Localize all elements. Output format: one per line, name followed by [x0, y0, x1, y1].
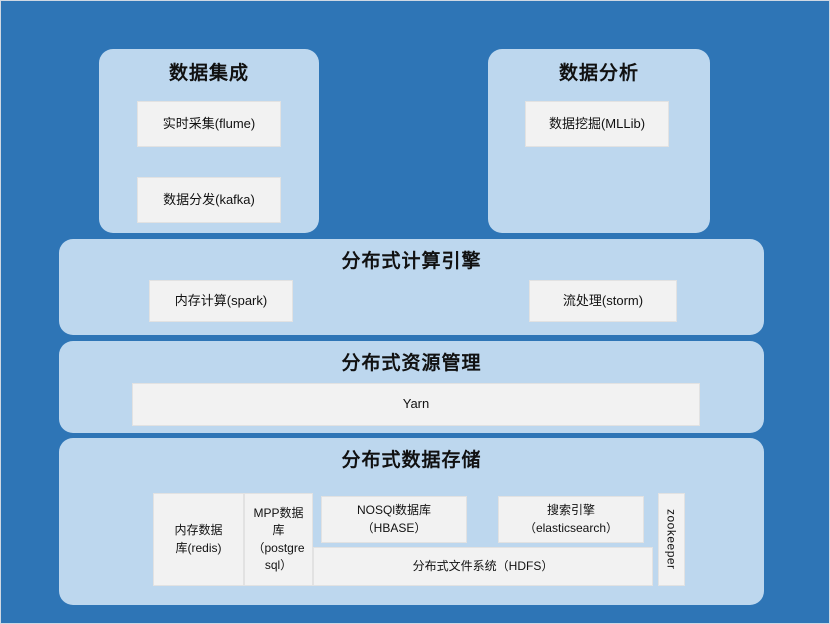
- box-label: 内存计算(spark): [174, 292, 268, 308]
- box-label-line2: （elasticsearch）: [523, 520, 619, 535]
- box-label-line1: 内存数据: [174, 523, 223, 538]
- box-label: 分布式文件系统（HDFS）: [412, 558, 554, 573]
- panel-title-distributed-compute-engine: 分布式计算引擎: [341, 251, 482, 272]
- box-label: 数据挖掘(MLLib): [548, 115, 646, 131]
- box-search-engine-elasticsearch: 搜索引擎 （elasticsearch）: [498, 496, 644, 543]
- box-label: zookeeper: [664, 509, 679, 570]
- box-label-line3: （postgre: [252, 540, 305, 555]
- box-in-memory-compute-spark: 内存计算(spark): [149, 280, 293, 322]
- box-nosql-database-hbase: NOSQl数据库 （HBASE）: [321, 496, 467, 543]
- box-label: 实时采集(flume): [162, 115, 256, 131]
- box-stream-processing-storm: 流处理(storm): [529, 280, 677, 322]
- box-label: NOSQl数据库 （HBASE）: [326, 502, 462, 537]
- box-mpp-database-postgresql: MPP数据 库 （postgre sql）: [244, 493, 313, 586]
- box-label-line2: 库: [272, 523, 285, 538]
- box-label-line1: NOSQl数据库: [356, 503, 431, 518]
- box-label: 流处理(storm): [562, 292, 644, 308]
- box-label-line2: 库(redis): [175, 540, 222, 555]
- box-label: Yarn: [402, 396, 430, 412]
- box-label-line2: （HBASE）: [361, 520, 427, 535]
- box-zookeeper: zookeeper: [658, 493, 685, 586]
- panel-title-data-integration: 数据集成: [168, 63, 249, 84]
- box-yarn: Yarn: [132, 383, 700, 426]
- box-distributed-file-system-hdfs: 分布式文件系统（HDFS）: [313, 547, 653, 586]
- panel-title-data-analysis: 数据分析: [558, 63, 639, 84]
- box-label: 内存数据 库(redis): [158, 522, 239, 557]
- box-label: MPP数据 库 （postgre sql）: [249, 505, 308, 575]
- panel-title-distributed-resource-management: 分布式资源管理: [341, 353, 482, 374]
- box-label: 搜索引擎 （elasticsearch）: [503, 502, 639, 537]
- box-label-line1: 搜索引擎: [546, 503, 595, 518]
- box-label: 数据分发(kafka): [163, 191, 255, 207]
- box-label-line4: sql）: [264, 557, 293, 572]
- box-in-memory-database-redis: 内存数据 库(redis): [153, 493, 244, 586]
- box-label-line1: MPP数据: [253, 505, 304, 520]
- panel-title-distributed-data-storage: 分布式数据存储: [341, 450, 482, 471]
- box-data-distribution-kafka: 数据分发(kafka): [137, 177, 281, 223]
- box-realtime-collection-flume: 实时采集(flume): [137, 101, 281, 147]
- box-data-mining-mllib: 数据挖掘(MLLib): [525, 101, 669, 147]
